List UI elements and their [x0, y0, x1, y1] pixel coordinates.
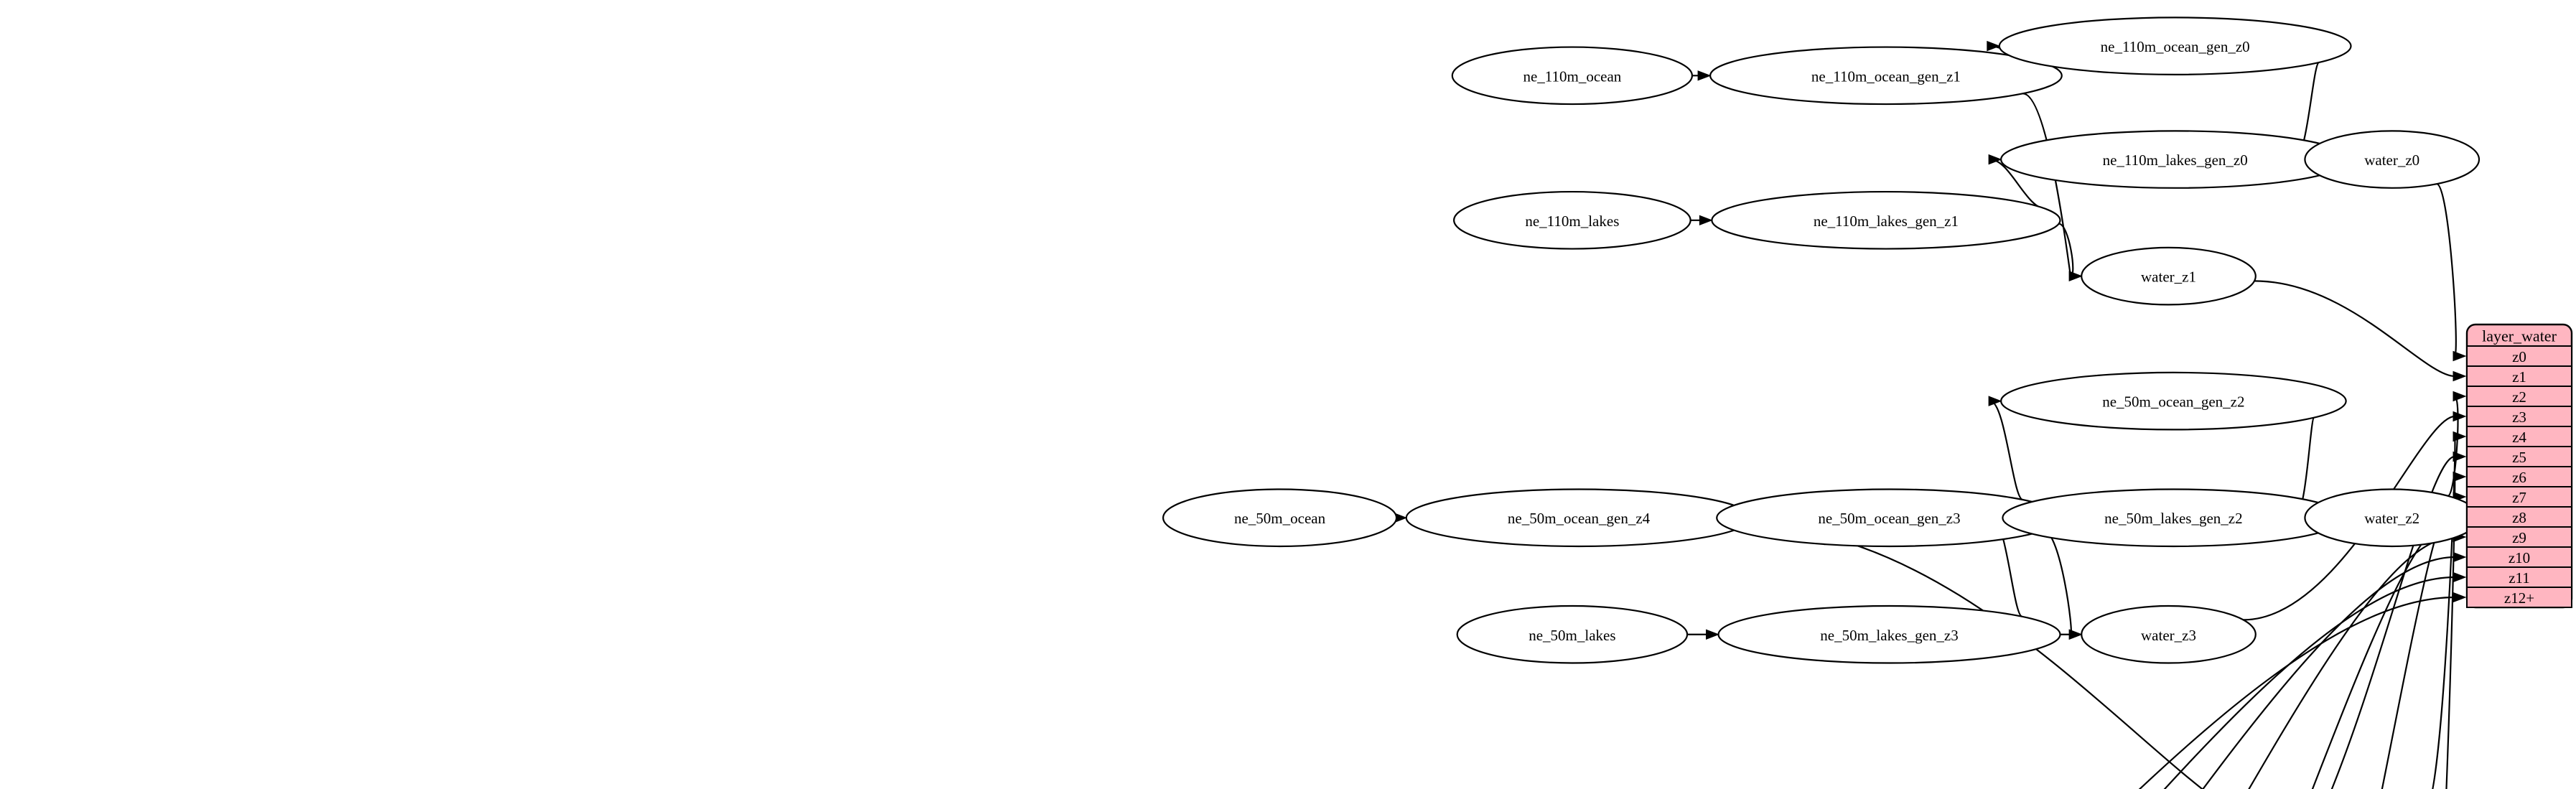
edge-arrowhead	[2453, 471, 2467, 482]
edge-arrowhead	[2068, 629, 2083, 640]
graph-node-ne_50m_lakes_gen_z3[interactable]	[1717, 604, 2061, 664]
edge-arrowhead	[1988, 154, 2002, 165]
edge-arrowhead	[2068, 271, 2083, 281]
graph-node-label: water_z3	[2141, 627, 2196, 644]
edge-arrowhead	[2453, 411, 2467, 422]
graph-edge	[2022, 93, 2072, 277]
layer-water-row-z11[interactable]	[2466, 566, 2572, 588]
layer-water-row-label: z3	[2512, 408, 2526, 426]
edge-arrowhead	[1987, 40, 2001, 52]
graph-node-ne_110m_lakes_gen_z1[interactable]	[1711, 190, 2061, 250]
graph-node-label: ne_50m_ocean	[1234, 510, 1326, 527]
edge-arrowhead	[2453, 551, 2467, 563]
layer-water-row-z6[interactable]	[2466, 466, 2572, 487]
graph-edge	[2248, 536, 2455, 789]
layer-water-row-label: z2	[2512, 388, 2526, 406]
graph-node-label: ne_50m_ocean_gen_z2	[2102, 393, 2244, 411]
edge-arrowhead	[2453, 592, 2467, 603]
graph-node-ne_50m_ocean[interactable]	[1162, 488, 1398, 548]
graph-edge	[2043, 529, 2072, 635]
edge-arrowhead	[1706, 629, 1719, 640]
layer-water-row-label: z12+	[2504, 589, 2534, 607]
graph-node-ne_110m_ocean_gen_z1[interactable]	[1709, 46, 2063, 106]
graph-edge	[2432, 435, 2456, 789]
graph-edge	[2330, 455, 2455, 789]
graph-edge	[2381, 495, 2455, 789]
layer-water-title: layer_water	[2482, 327, 2557, 345]
layer-water-row-label: z10	[2509, 549, 2530, 566]
graph-node-ne_110m_ocean[interactable]	[1451, 46, 1694, 106]
graph-edge	[2311, 515, 2455, 789]
graph-node-label: ne_110m_lakes_gen_z1	[1814, 213, 1959, 230]
layer-water-row-label: z1	[2512, 368, 2526, 386]
edge-arrowhead	[1699, 215, 1713, 226]
layer-water-row-z2[interactable]	[2466, 386, 2572, 407]
layer-water-row-z8[interactable]	[2466, 506, 2572, 528]
graph-edge	[2447, 395, 2459, 497]
graph-edge	[1989, 400, 2023, 501]
layer-water-row-label: z6	[2512, 469, 2526, 486]
graph-edge	[2254, 280, 2455, 378]
graph-node-ne_50m_lakes[interactable]	[1456, 604, 1689, 664]
node-layer: imposm3osm_water_polygonosm_ocean_polygo…	[1162, 17, 2481, 664]
graph-edge	[2138, 596, 2455, 789]
edge-arrowhead	[2453, 431, 2467, 442]
graph-node-label: ne_50m_ocean_gen_z3	[1818, 510, 1960, 527]
layer-water-row-label: z7	[2512, 489, 2526, 506]
edge-arrowhead	[2453, 350, 2467, 362]
graph-edge	[2163, 576, 2455, 789]
layer-water-row-label: z4	[2512, 429, 2526, 446]
graph-node-label: ne_110m_ocean_gen_z1	[1811, 67, 1961, 85]
graph-node-water_z0[interactable]	[2304, 130, 2481, 189]
layer-water-row-label: z11	[2509, 569, 2530, 587]
graph-node-label: ne_50m_lakes_gen_z2	[2104, 510, 2242, 527]
graph-edge	[2202, 556, 2455, 789]
graph-node-label: ne_110m_lakes	[1525, 213, 1619, 230]
graph-edge	[2435, 183, 2457, 358]
graph-node-water_z3[interactable]	[2081, 604, 2257, 664]
graph-node-label: water_z1	[2141, 269, 2196, 286]
layer-water-row-label: z9	[2512, 529, 2526, 546]
graph-node-water_z1[interactable]	[2081, 246, 2257, 306]
edge-arrowhead	[2453, 391, 2467, 402]
edge-arrowhead	[2453, 571, 2467, 583]
edge-arrowhead	[2453, 370, 2467, 382]
graph-node-ne_110m_lakes[interactable]	[1453, 190, 1691, 250]
graph-node-label: ne_50m_lakes	[1529, 627, 1615, 644]
graph-edge	[2058, 223, 2074, 277]
layer-water-row-z9[interactable]	[2466, 526, 2572, 548]
graph-node-label: water_z0	[2364, 151, 2419, 169]
edge-arrowhead	[1988, 396, 2002, 406]
graph-node-label: ne_110m_ocean_gen_z0	[2101, 38, 2250, 55]
layer-water-row-z10[interactable]	[2466, 546, 2572, 568]
graph-node-label: water_z2	[2364, 510, 2419, 527]
graph-node-ne_110m_ocean_gen_z0[interactable]	[1998, 17, 2352, 75]
layer-water-table: layer_water z0 z1 z2 z3 z4 z5 z6 z7 z8 z9 z10 z11 z12…	[2465, 323, 2573, 609]
layer-water-row-z12plus[interactable]	[2466, 587, 2572, 608]
graph-node-label: ne_110m_ocean	[1523, 67, 1621, 85]
edge-arrowhead	[2453, 451, 2467, 462]
graph-node-label: ne_110m_lakes_gen_z0	[2103, 151, 2248, 169]
edge-arrowhead	[1697, 70, 1712, 81]
layer-water-row-label: z8	[2512, 509, 2526, 526]
graph-node-label: ne_50m_lakes_gen_z3	[1820, 627, 1958, 644]
graph-node-label: ne_50m_ocean_gen_z4	[1508, 510, 1651, 527]
graph-node-ne_50m_ocean_gen_z2[interactable]	[2000, 371, 2347, 431]
layer-water-row-z7[interactable]	[2466, 486, 2572, 508]
layer-water-row-label: z5	[2512, 449, 2526, 466]
layer-water-row-label: z0	[2512, 348, 2526, 365]
